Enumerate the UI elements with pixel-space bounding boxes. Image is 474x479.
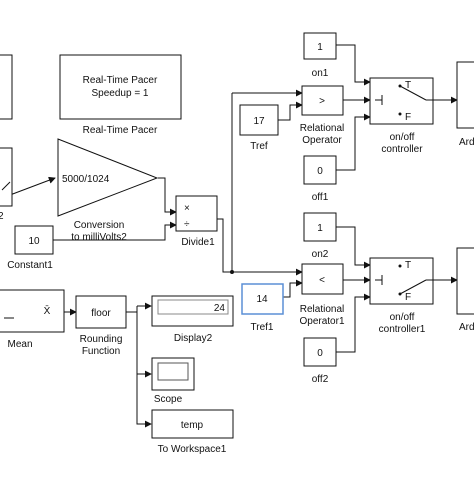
- display2-label: Display2: [174, 333, 213, 344]
- divide1-block[interactable]: × ÷: [175, 195, 218, 232]
- switch1-label-2: controller1: [379, 324, 426, 335]
- conversion-label-1: Conversion: [74, 220, 125, 231]
- tref-block[interactable]: 17: [239, 104, 279, 136]
- off2-block[interactable]: 0: [303, 337, 337, 367]
- rounding-function-block[interactable]: floor: [75, 295, 127, 329]
- tref1-label: Tref1: [251, 322, 274, 333]
- left-partial-label: 2: [0, 211, 4, 222]
- rounding-value: floor: [91, 308, 111, 319]
- relop1-operator: <: [319, 275, 325, 286]
- signal-to-conversion: [9, 176, 56, 196]
- branch-dot: [230, 270, 234, 274]
- mean-symbol: X̄: [44, 304, 51, 317]
- switch-label-2: controller: [381, 144, 423, 155]
- constant1-block[interactable]: 10: [14, 225, 54, 255]
- relop-operator: >: [319, 96, 325, 107]
- tref1-value: 14: [256, 294, 268, 305]
- signal-conversion-to-divide: [158, 177, 177, 216]
- signal-divide-out: [217, 218, 232, 273]
- display2-value: 24: [214, 303, 226, 314]
- switch-label-1: on/off: [390, 132, 415, 143]
- tref1-block[interactable]: 14: [241, 283, 284, 315]
- off1-value: 0: [317, 166, 323, 177]
- divide1-div-sign: ÷: [184, 219, 190, 230]
- left-partial-block-mid[interactable]: 2: [0, 147, 13, 222]
- pacer-line2: Speedup = 1: [92, 88, 149, 99]
- signal-tref1-to-relop1: [283, 279, 303, 298]
- left-partial-block-top[interactable]: [0, 54, 13, 120]
- arduino-top-label: Ard: [459, 137, 474, 148]
- signal-on2-to-switch1: [336, 226, 371, 269]
- tref-value: 17: [253, 116, 265, 127]
- switch-port-f: F: [405, 112, 411, 123]
- relop1-label-1: Relational: [300, 304, 344, 315]
- workspace-label: To Workspace1: [158, 444, 227, 455]
- signal-lines: [9, 44, 458, 428]
- signal-on1-to-switch: [336, 44, 371, 86]
- pacer-label: Real-Time Pacer: [83, 125, 158, 136]
- arduino-output-bottom[interactable]: [456, 247, 474, 315]
- display2-block[interactable]: 24: [151, 295, 234, 327]
- conversion-gain-value: 5000/1024: [62, 174, 110, 185]
- switch1-label-1: on/off: [390, 312, 415, 323]
- scope-block[interactable]: [151, 357, 195, 391]
- constant1-value: 10: [28, 236, 40, 247]
- to-workspace-block[interactable]: temp: [151, 409, 234, 439]
- signal-constant-to-divide: [53, 221, 177, 241]
- switch1-port-t: T: [405, 260, 411, 271]
- constant1-label: Constant1: [7, 260, 53, 271]
- off1-block[interactable]: 0: [303, 155, 337, 185]
- mean-block[interactable]: X̄: [0, 289, 65, 333]
- rounding-label-1: Rounding: [80, 334, 123, 345]
- relational-operator1-block[interactable]: <: [301, 263, 344, 295]
- signal-tref-to-relop: [278, 101, 303, 121]
- relop1-label-2: Operator1: [299, 316, 344, 327]
- workspace-value: temp: [181, 420, 204, 431]
- signal-floor-out: [126, 311, 151, 425]
- divide1-mult-sign: ×: [184, 203, 190, 214]
- pacer-line1: Real-Time Pacer: [83, 75, 158, 86]
- real-time-pacer-block[interactable]: Real-Time Pacer Speedup = 1: [59, 54, 182, 120]
- on1-value: 1: [317, 42, 323, 53]
- on-off-controller1-switch[interactable]: T F: [369, 257, 434, 305]
- arduino-bottom-label: Ard: [459, 322, 474, 333]
- signal-off1-to-switch: [336, 113, 371, 171]
- relational-operator-block[interactable]: >: [301, 85, 344, 116]
- signal-off2-to-switch1: [336, 293, 371, 353]
- mean-label: Mean: [7, 339, 32, 350]
- on2-value: 1: [317, 223, 323, 234]
- on1-label: on1: [312, 68, 329, 79]
- relop-label-1: Relational: [300, 123, 344, 134]
- on1-block[interactable]: 1: [303, 32, 337, 60]
- off2-value: 0: [317, 348, 323, 359]
- switch-port-t: T: [405, 80, 411, 91]
- relop-label-2: Operator: [302, 135, 342, 146]
- off1-label: off1: [312, 192, 329, 203]
- arduino-output-top[interactable]: [456, 61, 474, 129]
- scope-label: Scope: [154, 394, 183, 405]
- on-off-controller-switch[interactable]: T F: [369, 77, 434, 125]
- conversion-gain-block[interactable]: 5000/1024: [57, 138, 159, 217]
- rounding-label-2: Function: [82, 346, 120, 357]
- off2-label: off2: [312, 374, 329, 385]
- divide1-label: Divide1: [181, 237, 215, 248]
- conversion-label-2: to milliVolts2: [71, 232, 127, 243]
- switch1-port-f: F: [405, 292, 411, 303]
- on2-block[interactable]: 1: [303, 212, 337, 242]
- tref-label: Tref: [250, 141, 268, 152]
- on2-label: on2: [312, 249, 329, 260]
